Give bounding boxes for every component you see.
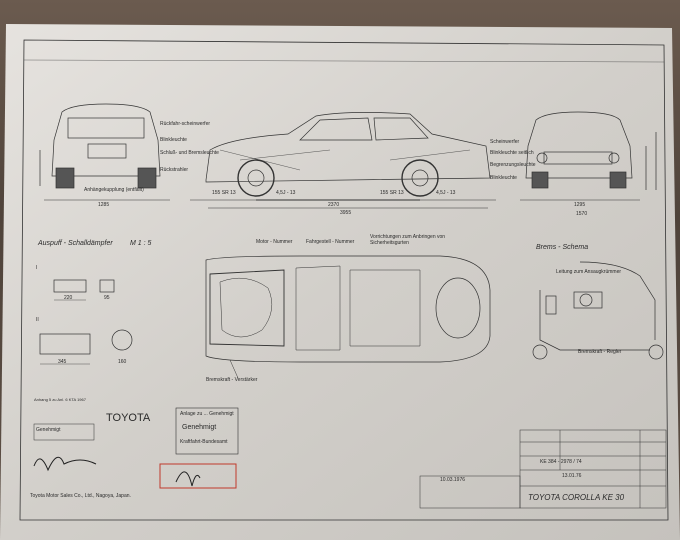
toyota-logo: TOYOTA (106, 412, 151, 424)
rear-callout-1: Scheinwerfer (490, 139, 520, 145)
rear-callout-3: Begrenzungsleuchte (490, 162, 536, 168)
front-callout-1: Rückfahr-scheinwerfer (160, 121, 211, 127)
front-callout-3: Schluß- und Bremsleuchte (160, 150, 219, 156)
title-block (419, 429, 667, 509)
stamp-signature (175, 471, 201, 487)
front-callout-4: Rückstrahler (160, 167, 189, 173)
approval-stamp-box (175, 407, 239, 455)
left-box-label: Genehmigt (36, 427, 61, 433)
front-bottom-label: Anhängekupplung (entfällt) (84, 187, 144, 193)
model-line: TOYOTA COROLLA KE 30 (528, 493, 625, 502)
drawing-subnumber: 13.01.76 (562, 473, 582, 479)
exhaust-dim-3: 345 (58, 359, 67, 365)
side-tire-right-size: 4,5J - 13 (436, 190, 456, 196)
brake-regulator-label: Bremskraft - Regler (578, 349, 622, 355)
side-length: 3955 (340, 210, 352, 216)
rear-callout-4: Blinkleuchte (490, 175, 517, 181)
brake-line-label: Leitung zum Ansaugkrümmer (556, 269, 622, 275)
brake-booster-label: Bremskraft - Verstärker (206, 377, 258, 383)
red-stamp (159, 463, 237, 489)
handwritten-signature (33, 456, 97, 472)
motor-number-label: Motor - Nummer (256, 239, 293, 245)
side-tire-left-size: 4,5J - 13 (276, 190, 296, 196)
title-date: 10.03.1976 (440, 477, 466, 483)
stamp-main: Genehmigt (182, 424, 217, 431)
stamp-line-3: Kraftfahrt-Bundesamt (180, 439, 228, 445)
exhaust-roman-1: I (36, 265, 38, 271)
front-view-drawing (39, 103, 170, 201)
signature-caption: Toyota Motor Sales Co., Ltd., Nagoya, Ja… (30, 493, 131, 499)
exhaust-roman-2: II (36, 317, 39, 323)
side-view-drawing (190, 112, 496, 209)
brake-schema-drawing (532, 261, 664, 360)
left-tiny-note: Anhang 5 zu Anl. 6 KTA 1967 (34, 397, 86, 402)
rear-callout-2: Blinkleuchte seitlich (490, 150, 534, 156)
exhaust-title: Auspuff - Schalldämpfer (38, 240, 113, 247)
side-tire-right: 155 SR 13 (380, 190, 404, 196)
front-width-dim: 1285 (98, 202, 110, 208)
rear-width: 1570 (576, 211, 588, 217)
left-note-box (33, 423, 95, 441)
side-tire-left: 155 SR 13 (212, 190, 236, 196)
top-view-drawing (205, 255, 491, 379)
drawing-number: KE 384 - 2978 / 74 (540, 459, 582, 465)
front-callout-2: Blinkleuchte (160, 137, 187, 143)
belt-mounts-label: Vorrichtungen zum Anbringen von Sicherhe… (370, 234, 446, 246)
exhaust-dim-1: 220 (64, 295, 73, 301)
exhaust-scale: M 1 : 5 (130, 240, 152, 247)
rear-view-drawing (520, 111, 657, 201)
brake-schema-title: Brems - Schema (536, 244, 589, 251)
exhaust-drawing (39, 279, 133, 365)
stamp-line-1: Anlage zu ... Genehmigt (180, 411, 234, 417)
rear-track: 1295 (574, 202, 586, 208)
chassis-number-label: Fahrgestell - Nummer (306, 239, 355, 245)
exhaust-dim-2: 95 (104, 295, 110, 301)
exhaust-dim-4: 160 (118, 359, 127, 365)
side-wheelbase: 2370 (328, 202, 340, 208)
